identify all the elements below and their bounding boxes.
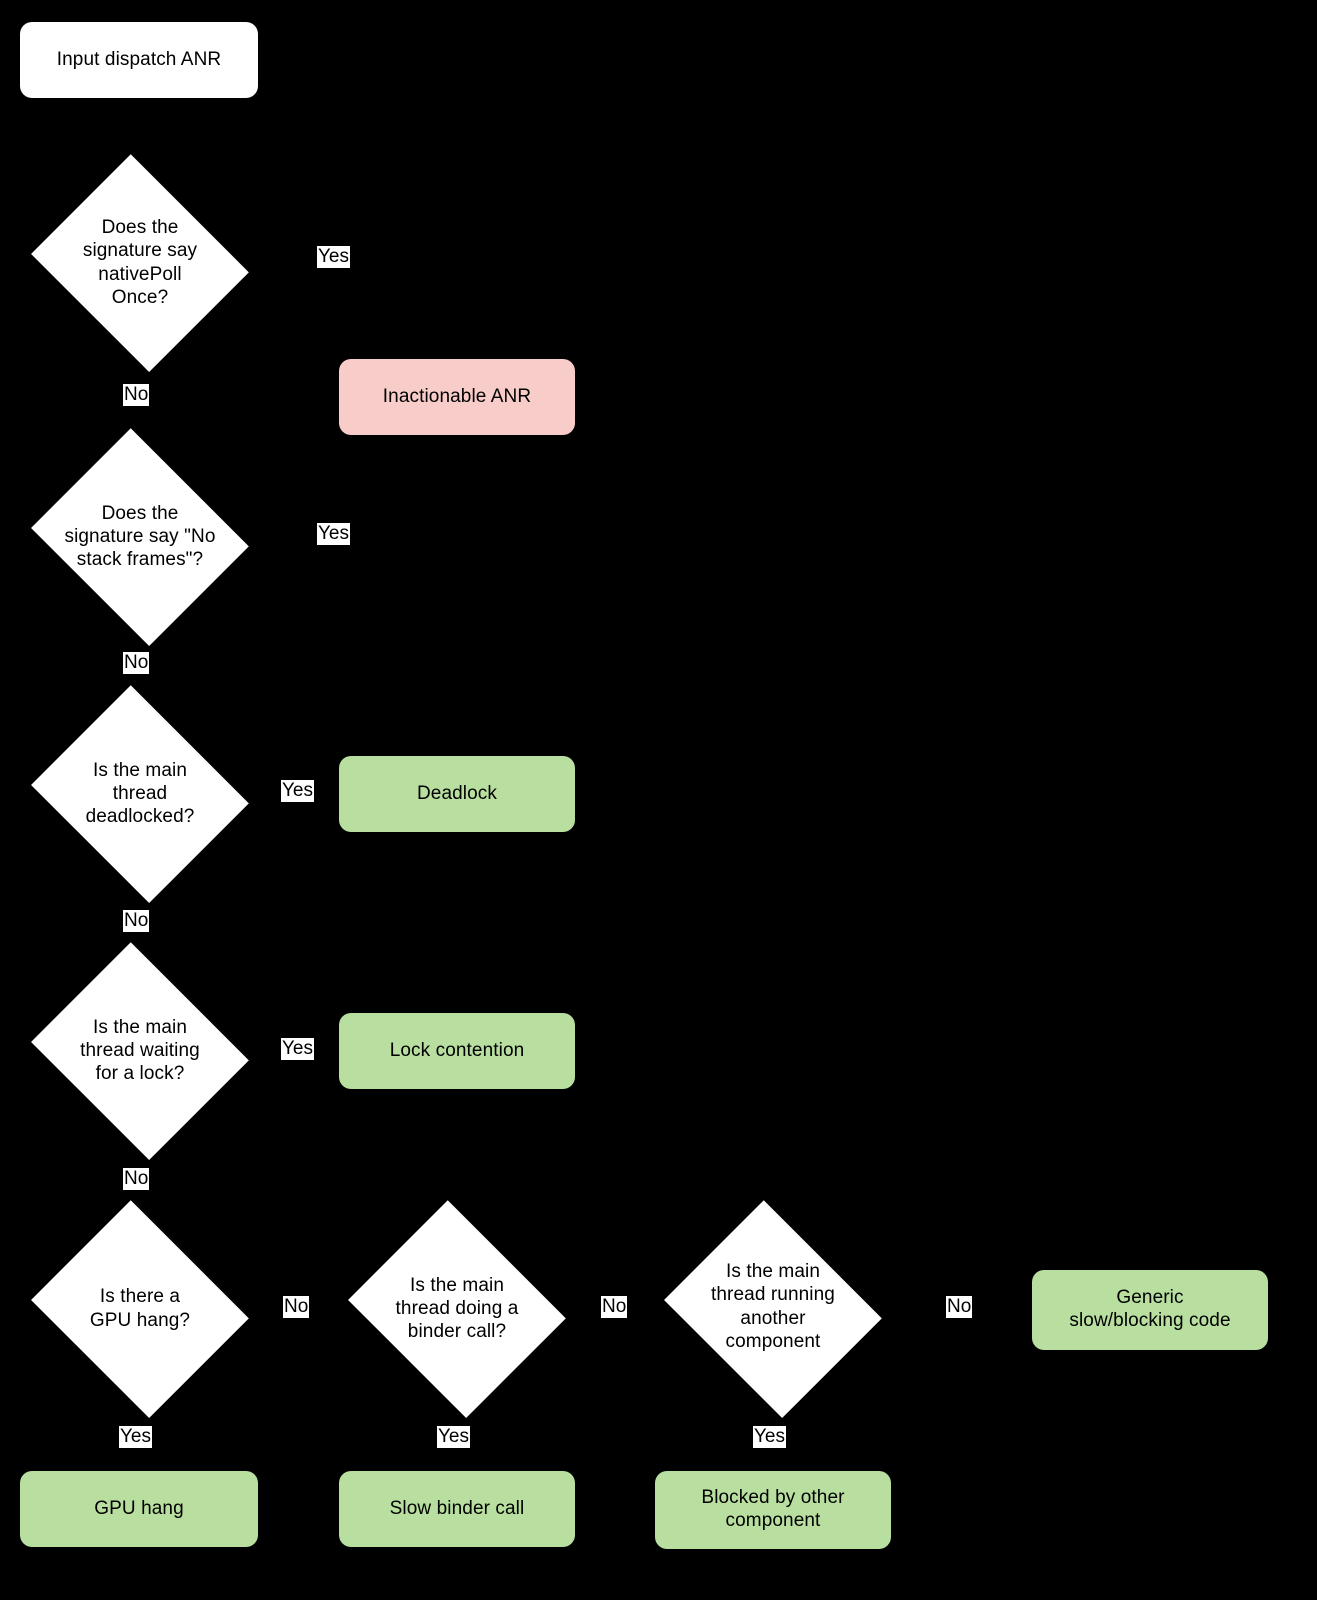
connector-nostack-yes — [258, 536, 456, 538]
edge-label-deadlock-yes: Yes — [281, 780, 314, 803]
node-label: Is the main thread running another compo… — [711, 1261, 835, 1352]
node-label: Generic slow/blocking code — [1069, 1287, 1231, 1331]
connector-nativepoll-no — [138, 362, 140, 455]
node-label: Is the main thread doing a binder call? — [395, 1274, 519, 1343]
node-label: Is the main thread waiting for a lock? — [80, 1016, 200, 1085]
node-label: Blocked by other component — [701, 1487, 845, 1531]
connector-deadlock-no — [138, 886, 140, 979]
node-input-dispatch-anr[interactable]: Input dispatch ANR — [20, 22, 258, 98]
connector-component-no — [891, 1308, 1054, 1310]
edge-label-nativepoll-yes: Yes — [317, 246, 350, 269]
node-decision-waiting-for-lock[interactable]: Is the main thread waiting for a lock? — [22, 941, 258, 1160]
edge-label-nostack-no: No — [123, 652, 150, 675]
node-label: Does the signature say nativePoll Once? — [82, 217, 198, 308]
connector-nativepoll-yes-down — [455, 261, 457, 358]
edge-label-component-no: No — [946, 1296, 973, 1319]
edge-label-binder-no: No — [601, 1296, 628, 1319]
node-decision-binder-call[interactable]: Is the main thread doing a binder call? — [339, 1199, 575, 1418]
node-label: Is the main thread deadlocked? — [85, 759, 195, 828]
edge-label-nativepoll-no: No — [123, 384, 150, 407]
node-decision-gpu-hang[interactable]: Is there a GPU hang? — [22, 1199, 258, 1418]
node-result-deadlock[interactable]: Deadlock — [339, 756, 575, 832]
connector-nostack-no — [138, 628, 140, 721]
node-label: Slow binder call — [389, 1497, 525, 1519]
node-label: Is there a GPU hang? — [89, 1286, 191, 1331]
node-decision-nativepoll[interactable]: Does the signature say nativePoll Once? — [22, 153, 258, 372]
node-label: GPU hang — [94, 1497, 184, 1519]
connector-nativepoll-yes — [258, 261, 456, 263]
node-result-lock-contention[interactable]: Lock contention — [339, 1013, 575, 1089]
node-result-slow-binder-call[interactable]: Slow binder call — [339, 1471, 575, 1547]
edge-label-lock-yes: Yes — [281, 1038, 314, 1061]
edge-label-component-yes: Yes — [753, 1426, 786, 1449]
node-decision-another-component[interactable]: Is the main thread running another compo… — [655, 1199, 891, 1418]
node-inactionable-anr[interactable]: Inactionable ANR — [339, 359, 575, 435]
edge-label-gpu-yes: Yes — [119, 1426, 152, 1449]
node-result-blocked-by-other-component[interactable]: Blocked by other component — [655, 1471, 891, 1549]
node-label: Does the signature say "No stack frames"… — [64, 502, 216, 571]
node-label: Deadlock — [416, 782, 497, 804]
edge-label-gpu-no: No — [283, 1296, 310, 1319]
node-result-gpu-hang[interactable]: GPU hang — [20, 1471, 258, 1547]
connector-start-to-nativepoll — [138, 98, 140, 163]
node-result-generic-slow-blocking[interactable]: Generic slow/blocking code — [1032, 1270, 1268, 1350]
edge-label-binder-yes: Yes — [437, 1426, 470, 1449]
node-label: Inactionable ANR — [382, 385, 532, 407]
edge-label-deadlock-no: No — [123, 910, 150, 933]
edge-label-nostack-yes: Yes — [317, 523, 350, 546]
edge-label-lock-no: No — [123, 1168, 150, 1191]
node-label: Input dispatch ANR — [56, 48, 222, 70]
node-label: Lock contention — [389, 1039, 525, 1061]
node-decision-no-stack-frames[interactable]: Does the signature say "No stack frames"… — [22, 427, 258, 646]
node-decision-deadlocked[interactable]: Is the main thread deadlocked? — [22, 684, 258, 903]
